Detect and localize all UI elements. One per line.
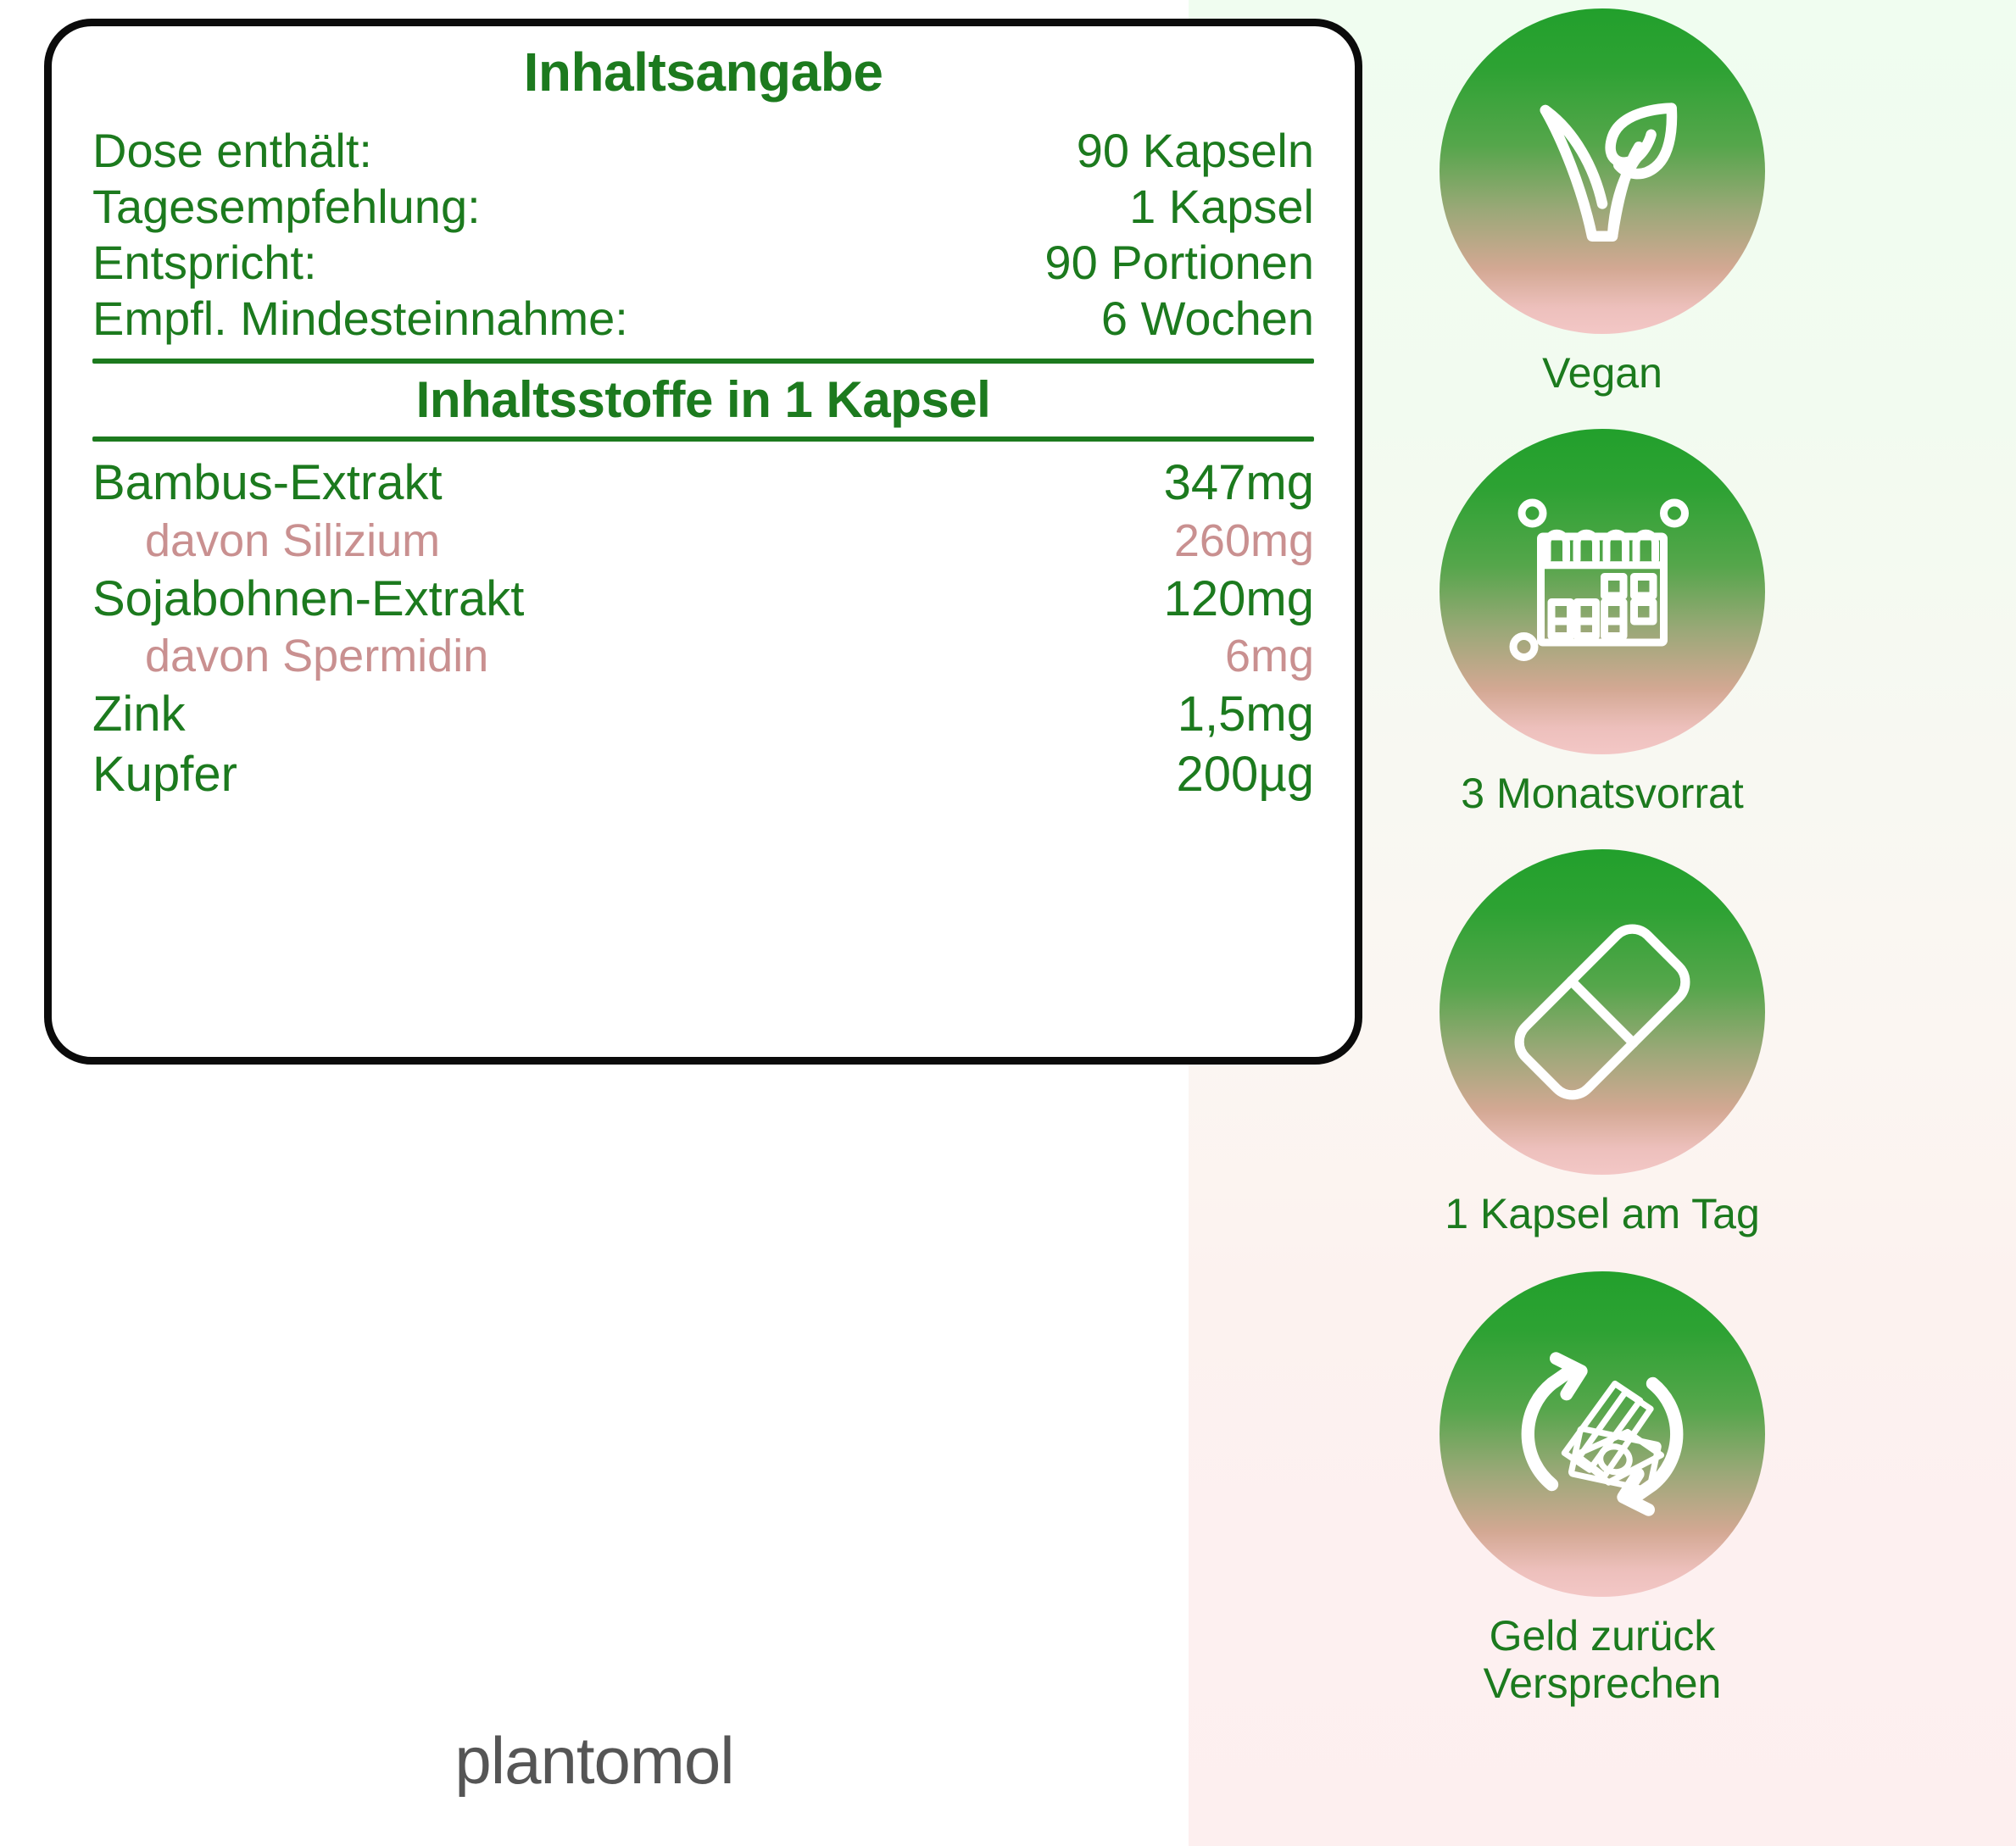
brand-logo: plantomol [454,1723,734,1798]
badge-label: Vegan [1542,349,1662,397]
ingredient-name: Kupfer [92,746,237,802]
ingredient-amount: 260mg [1173,514,1314,566]
badge-circle [1440,429,1765,754]
ingredient-row-sub: davon Spermidin 6mg [92,629,1314,685]
badge-circle [1440,1271,1765,1597]
badge-label: Geld zurück Versprechen [1483,1612,1722,1707]
ingredient-row: Bambus-Extrakt 347mg [92,453,1314,514]
ingredients-subtitle: Inhaltsstoffe in 1 Kapsel [415,370,991,428]
spec-value: 90 Portionen [1044,235,1314,289]
calendar-icon [1509,498,1689,661]
ingredient-amount: 200µg [1176,746,1314,802]
badge-supply: 3 Monatsvorrat [1373,429,1831,817]
spec-row: Entspricht: 90 Portionen [92,235,1314,291]
ingredients-card: Inhaltsangabe Dose enthält: 90 Kapseln T… [44,19,1362,1065]
ingredient-name: davon Silizium [145,514,441,566]
vegan-leaf-icon [1540,103,1678,242]
spec-value: 1 Kapsel [1129,179,1314,233]
spec-row: Tagesempfehlung: 1 Kapsel [92,179,1314,235]
spec-list: Dose enthält: 90 Kapseln Tagesempfehlung… [92,123,1314,347]
badge-money-back: Geld zurück Versprechen [1373,1271,1831,1707]
spec-value: 6 Wochen [1100,291,1314,345]
badge-label: 3 Monatsvorrat [1461,770,1744,817]
badge-label: 1 Kapsel am Tag [1445,1190,1760,1237]
ingredient-row: Zink 1,5mg [92,685,1314,745]
badge-circle [1440,8,1765,334]
ingredient-row-sub: davon Silizium 260mg [92,514,1314,570]
divider-below-subtitle [92,436,1314,442]
ingredient-amount: 1,5mg [1177,687,1314,742]
spec-value: 90 Kapseln [1076,123,1314,177]
ingredient-name: Sojabohnen-Extrakt [92,570,525,626]
ingredient-amount: 347mg [1163,454,1314,510]
spec-label: Empfl. Mindesteinnahme: [92,291,628,345]
spec-label: Dose enthält: [92,123,372,177]
badge-circle [1440,849,1765,1175]
spec-row: Empfl. Mindesteinnahme: 6 Wochen [92,291,1314,347]
ingredient-row: Kupfer 200µg [92,745,1314,805]
ingredient-amount: 6mg [1224,631,1314,682]
spec-label: Tagesempfehlung: [92,179,481,233]
badge-dosage: 1 Kapsel am Tag [1373,849,1831,1237]
card-title: Inhaltsangabe [523,42,883,103]
spec-label: Entspricht: [92,235,317,289]
money-back-icon [1521,1352,1684,1516]
ingredient-list: Bambus-Extrakt 347mg davon Silizium 260m… [92,453,1314,805]
badge-vegan: Vegan [1373,8,1831,397]
ingredient-name: davon Spermidin [145,631,489,682]
spec-row: Dose enthält: 90 Kapseln [92,123,1314,179]
ingredient-amount: 120mg [1163,570,1314,626]
ingredient-row: Sojabohnen-Extrakt 120mg [92,570,1314,630]
trust-badge-list: Vegan [1373,8,1831,1707]
divider-above-subtitle [92,358,1314,364]
ingredient-name: Bambus-Extrakt [92,454,443,510]
ingredient-name: Zink [92,687,186,742]
capsule-pill-icon [1514,924,1690,1100]
